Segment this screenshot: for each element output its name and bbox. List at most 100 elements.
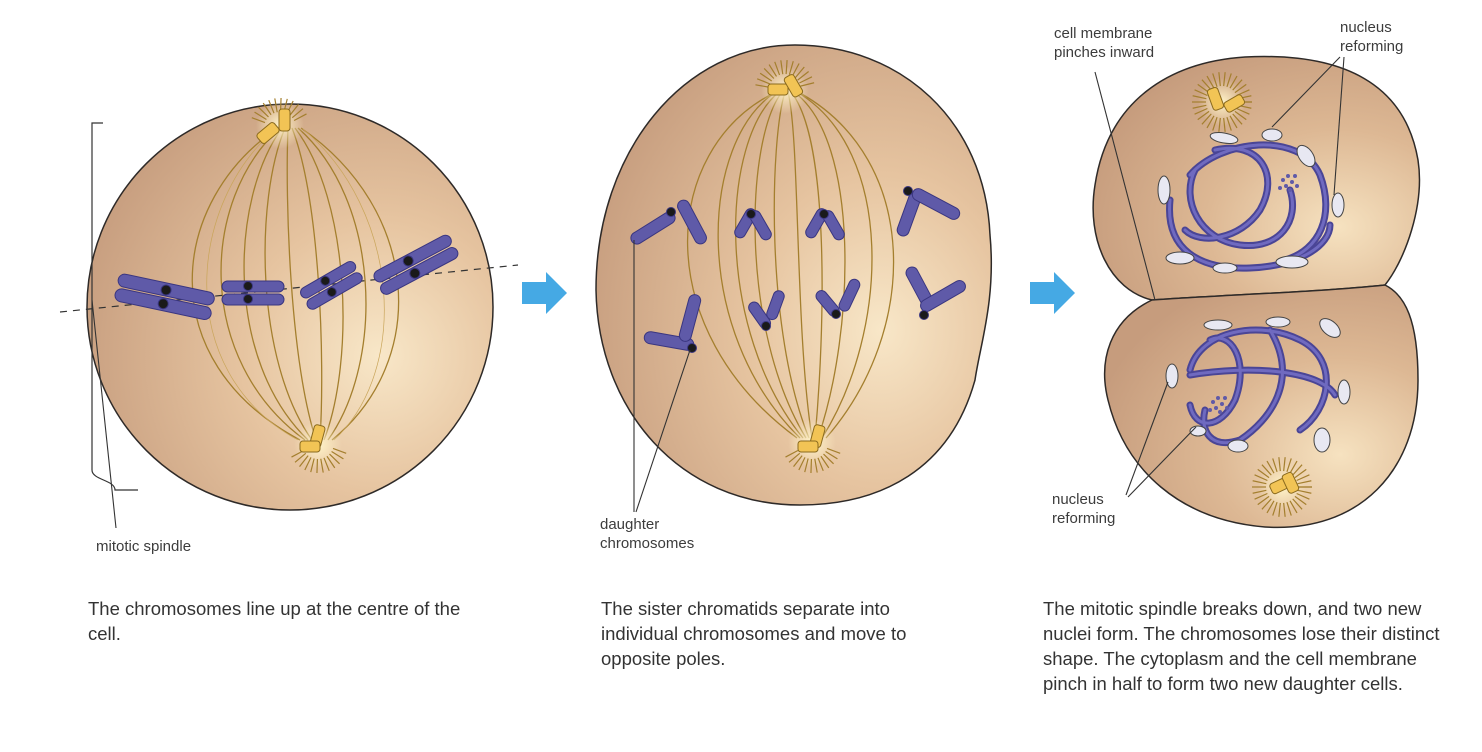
aster-ray (1254, 492, 1268, 500)
aster-ray (1232, 113, 1243, 125)
aster-ray (791, 63, 800, 77)
aster-ray (320, 458, 324, 473)
aster-ray (1289, 500, 1298, 514)
cell-body (595, 44, 993, 506)
aster-ray (823, 453, 834, 465)
aster-ray (768, 64, 778, 77)
bottom-daughter-cell (1104, 284, 1419, 529)
panel-3-telophase (1092, 55, 1421, 529)
aster-ray (331, 450, 344, 460)
aster-ray (1201, 113, 1212, 125)
aster-ray (1236, 107, 1250, 115)
aster-ray (788, 452, 801, 463)
aster-ray (826, 447, 841, 454)
aster-ray (291, 108, 304, 119)
aster-ray (1278, 502, 1281, 517)
aster-ray (1297, 480, 1312, 485)
aster-ray (1192, 95, 1207, 100)
aster-ray (329, 453, 340, 465)
aster-ray (1206, 115, 1215, 129)
caption-panel-3: The mitotic spindle breaks down, and two… (1043, 598, 1440, 694)
aster-ray (1292, 464, 1303, 476)
aster-ray (759, 72, 773, 82)
metaphase-chromosomes (114, 234, 459, 321)
aster-ray (1252, 489, 1267, 494)
aster-ray (1234, 110, 1247, 121)
top-aster (251, 97, 307, 149)
top-chromatin-inner (1168, 143, 1332, 270)
aster-ray (299, 455, 309, 468)
daughter-chromosomes-group (630, 186, 966, 353)
top-nuclear-envelope-pieces (1157, 128, 1345, 274)
aster-ray (268, 99, 275, 114)
aster-ray (1226, 73, 1232, 87)
aster-ray (332, 447, 347, 454)
aster-ray (274, 98, 278, 113)
aster-ray (258, 106, 269, 118)
aster-ray (1252, 480, 1267, 485)
bottom-nuclear-envelope-pieces (1165, 316, 1351, 453)
aster-ray (1292, 498, 1303, 510)
panel-1-metaphase (59, 97, 519, 529)
aster-ray (1201, 79, 1212, 91)
aster-ray (788, 60, 794, 75)
aster-ray (289, 103, 299, 116)
aster-ray (304, 457, 312, 471)
bottom-aster (291, 421, 347, 474)
caption-panel-2: The sister chromatids separate into indi… (601, 598, 907, 669)
panel-2-anaphase (595, 44, 993, 513)
aster-ray (254, 111, 267, 121)
spindle-bracket (91, 122, 138, 491)
cell-membrane-label: cell membrane pinches inward (1054, 25, 1155, 61)
panel-3-leader-lines (1094, 56, 1345, 498)
aster-ray (1297, 489, 1312, 494)
aster-ray (800, 82, 815, 87)
aster-ray (794, 66, 805, 79)
aster-ray (820, 455, 830, 469)
nucleus-reforming-top-label: nucleus reforming (1340, 19, 1404, 55)
aster-ray (1226, 117, 1232, 131)
aster-ray (1212, 117, 1218, 131)
aster-ray (1218, 72, 1221, 87)
aster-ray (1294, 468, 1307, 479)
aster-ray (323, 457, 330, 472)
aster-ray (1194, 107, 1208, 115)
right-arrow-icon (1030, 272, 1075, 314)
aster-ray (1218, 117, 1221, 132)
daughter-leader-lines (633, 240, 691, 513)
aster-ray (817, 457, 824, 472)
bottom-nucleolus (1208, 396, 1229, 414)
aster-ray (1232, 79, 1243, 91)
right-arrow-icon (522, 272, 567, 314)
aster-ray (310, 458, 315, 473)
daughter-chromosomes-label: daughter chromosomes (600, 516, 695, 552)
aster-ray (1261, 464, 1272, 476)
aster-ray (1286, 458, 1292, 472)
aster-ray (756, 78, 771, 85)
aster-ray (293, 113, 307, 122)
aster-ray (1286, 502, 1292, 516)
aster-ray (1261, 498, 1272, 510)
spindle-leader-line (91, 299, 117, 529)
aster-ray (1266, 460, 1275, 474)
aster-ray (793, 455, 803, 468)
spindle-fibers (686, 91, 895, 439)
aster-ray (1257, 495, 1270, 506)
aster-ray (1254, 474, 1268, 482)
aster-ray (1289, 460, 1298, 474)
top-daughter-cell (1092, 55, 1421, 301)
aster-ray (1283, 502, 1286, 517)
aster-ray (825, 450, 838, 460)
aster-ray (1272, 458, 1278, 472)
aster-ray (1192, 104, 1207, 109)
aster-ray (1229, 115, 1238, 129)
aster-ray (1223, 72, 1226, 87)
aster-ray (326, 455, 336, 469)
aster-ray (1266, 500, 1275, 514)
aster-ray (1223, 117, 1226, 132)
aster-ray (1257, 468, 1270, 479)
top-nucleolus (1278, 174, 1299, 192)
metaphase-plate-line (59, 264, 519, 313)
aster-ray (804, 458, 809, 473)
